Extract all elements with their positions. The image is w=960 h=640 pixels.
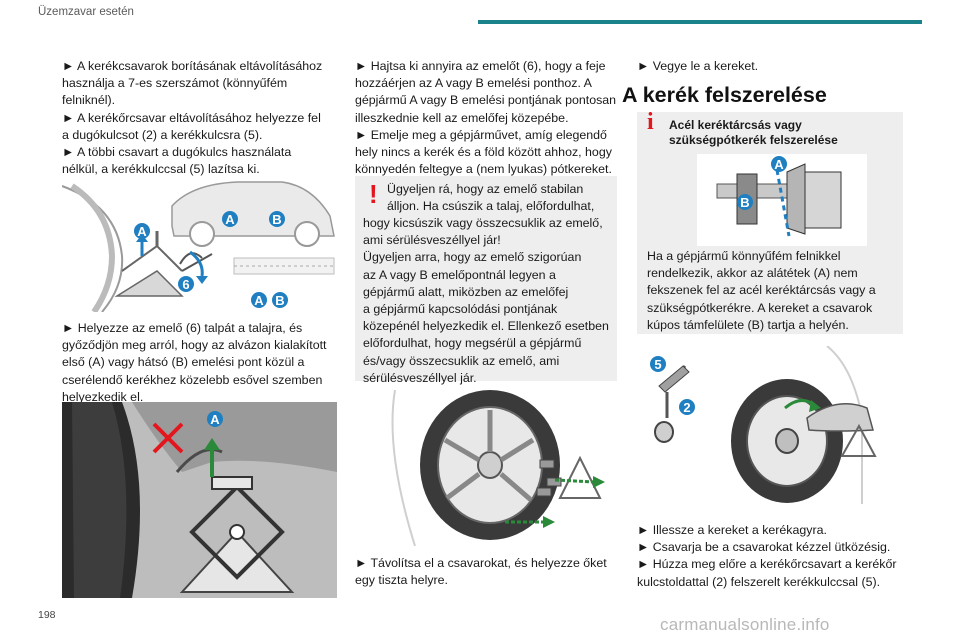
text-line: ► Húzza meg előre a kerékőrcsavart a ker… [637,557,897,572]
label-5-badge: 5 [650,356,666,372]
jack-position-illustration [62,176,337,312]
label-6-badge: 6 [178,276,194,292]
text-line: a gépjármű kapcsolódási pontjának [363,302,558,317]
text-line: ► Hajtsa ki annyira az emelőt (6), hogy … [355,59,606,73]
label-b-badge: B [269,211,285,227]
exclamation-icon: ! [369,179,378,209]
text-line: használja a 7-es szerszámot (könnyűfém [62,76,288,91]
text-line: ► A többi csavart a dugókulcs használata [62,145,292,160]
text-line: ► Helyezze az emelő (6) talpát a talajra… [62,321,303,335]
text-line: előfordulhat, hogy megsérül a gépjármű [363,336,582,351]
text-line: szükségpótkerék felszerelése [669,133,838,147]
text-line: ► Emelje meg a gépjárművet, amíg elegend… [355,127,607,142]
section-header: Üzemzavar esetén [38,6,134,18]
text-line: hogy kicsúszik vagy összecsuklik az emel… [363,216,603,230]
text-line: rendelkezik, akkor az alátétek (A) nem [647,266,858,281]
text-line: ► A kerékcsavarok borításának eltávolítá… [62,59,323,73]
label-a-badge: A [771,156,787,172]
label-2-badge: 2 [679,399,695,415]
label-a-badge: A [134,223,150,239]
text-line: gépjármű alatt, miközben az emelőfej [363,284,569,299]
text-line: Ügyeljen rá, hogy az emelő stabilan [387,182,584,196]
section-heading: A kerék felszerelése [622,83,827,107]
text-line: Ügyeljen arra, hogy az emelő szigorúan [363,250,582,265]
text-line: ami sérülésveszéllyel jár! [363,233,501,248]
page-number: 198 [38,609,56,621]
jack-under-car-illustration [62,402,337,598]
text-line: sérülésveszéllyel jár. [363,370,477,385]
text-line: álljon. Ha csúszik a talaj, előfordulhat… [387,199,595,214]
header-accent-bar [478,20,922,24]
label-a-badge: A [207,411,223,427]
text-line: hozzáérjen az A vagy B emelési ponthoz. … [355,76,592,91]
text-line: könnyedén feltegye a (nem lyukas) pótker… [355,162,612,177]
col1-para2: ► Helyezze az emelő (6) talpát a talajra… [62,320,352,406]
text-line: cserélendő kerékhez közelebb esővel szem… [62,372,323,387]
watermark: carmanualsonline.info [660,615,830,634]
label-b-badge: B [272,292,288,308]
text-line: Acél keréktárcsás vagy [669,118,802,132]
wheel-install-illustration [637,346,903,504]
text-line: ► Vegye le a kereket. [637,59,759,73]
info-callout: i Acél keréktárcsás vagy szükségpótkerék… [637,109,903,334]
text-line: ► Illessze a kereket a kerékagyra. [637,523,827,537]
label-b-badge: B [737,194,753,210]
col2-para2: ► Távolítsa el a csavarokat, és helyezze… [355,555,627,589]
label-a-badge: A [251,292,267,308]
text-line: helyezkedik el. [62,389,144,404]
text-line: közepénél helyezkedik el. Ellenkező eset… [363,319,609,334]
col3-para1: ► Vegye le a kereket. [637,58,907,75]
info-icon: i [647,109,654,135]
text-line: ► A kerékőrcsavar eltávolításához helyez… [62,110,321,125]
warning-callout: ! Ügyeljen rá, hogy az emelő stabilan ál… [355,176,617,385]
text-line: hely nincs a kerék és a föld között ahho… [355,145,612,160]
col2-para1: ► Hajtsa ki annyira az emelőt (6), hogy … [355,58,627,178]
text-line: kulcstoldattal (2) felszerelt kerékkulcc… [637,574,881,589]
label-a-badge: A [222,211,238,227]
text-line: ► Távolítsa el a csavarokat, és helyezze… [355,556,607,570]
text-line: illeszkednie kell az emelőfej közepébe. [355,110,569,125]
col3-para2: ► Illessze a kereket a kerékagyra. ► Csa… [637,522,917,591]
col1-para1: ► A kerékcsavarok borításának eltávolítá… [62,58,352,178]
text-line: és/vagy összecsuklik az emelő, ami [363,353,560,368]
text-line: fekszenek fel az acél keréktárcsás vagy … [647,283,876,298]
text-line: kúpos támfelülete (B) tartja a helyén. [647,317,849,332]
text-line: győződjön meg arról, hogy az alvázon kia… [62,338,327,353]
text-line: ► Csavarja be a csavarokat kézzel ütközé… [637,540,891,555]
text-line: szükségpótkerékre. A kereket a csavarok [647,300,873,315]
text-line: egy tiszta helyre. [355,573,448,588]
text-line: Ha a gépjármű könnyűfém felnikkel [647,249,841,263]
text-line: nélkül, a kerékkulccsal (5) lazítsa ki. [62,162,260,177]
text-line: gépjármű A vagy B emelési pontjának pont… [355,93,617,108]
text-line: első (A) vagy hátsó (B) emelési pont köz… [62,355,305,370]
wheel-removal-illustration [355,390,617,546]
text-line: felniknél). [62,93,116,108]
text-line: a dugókulcsot (2) a kerékkulcsra (5). [62,127,263,142]
text-line: az A vagy B emelőpontnál legyen a [363,267,556,282]
